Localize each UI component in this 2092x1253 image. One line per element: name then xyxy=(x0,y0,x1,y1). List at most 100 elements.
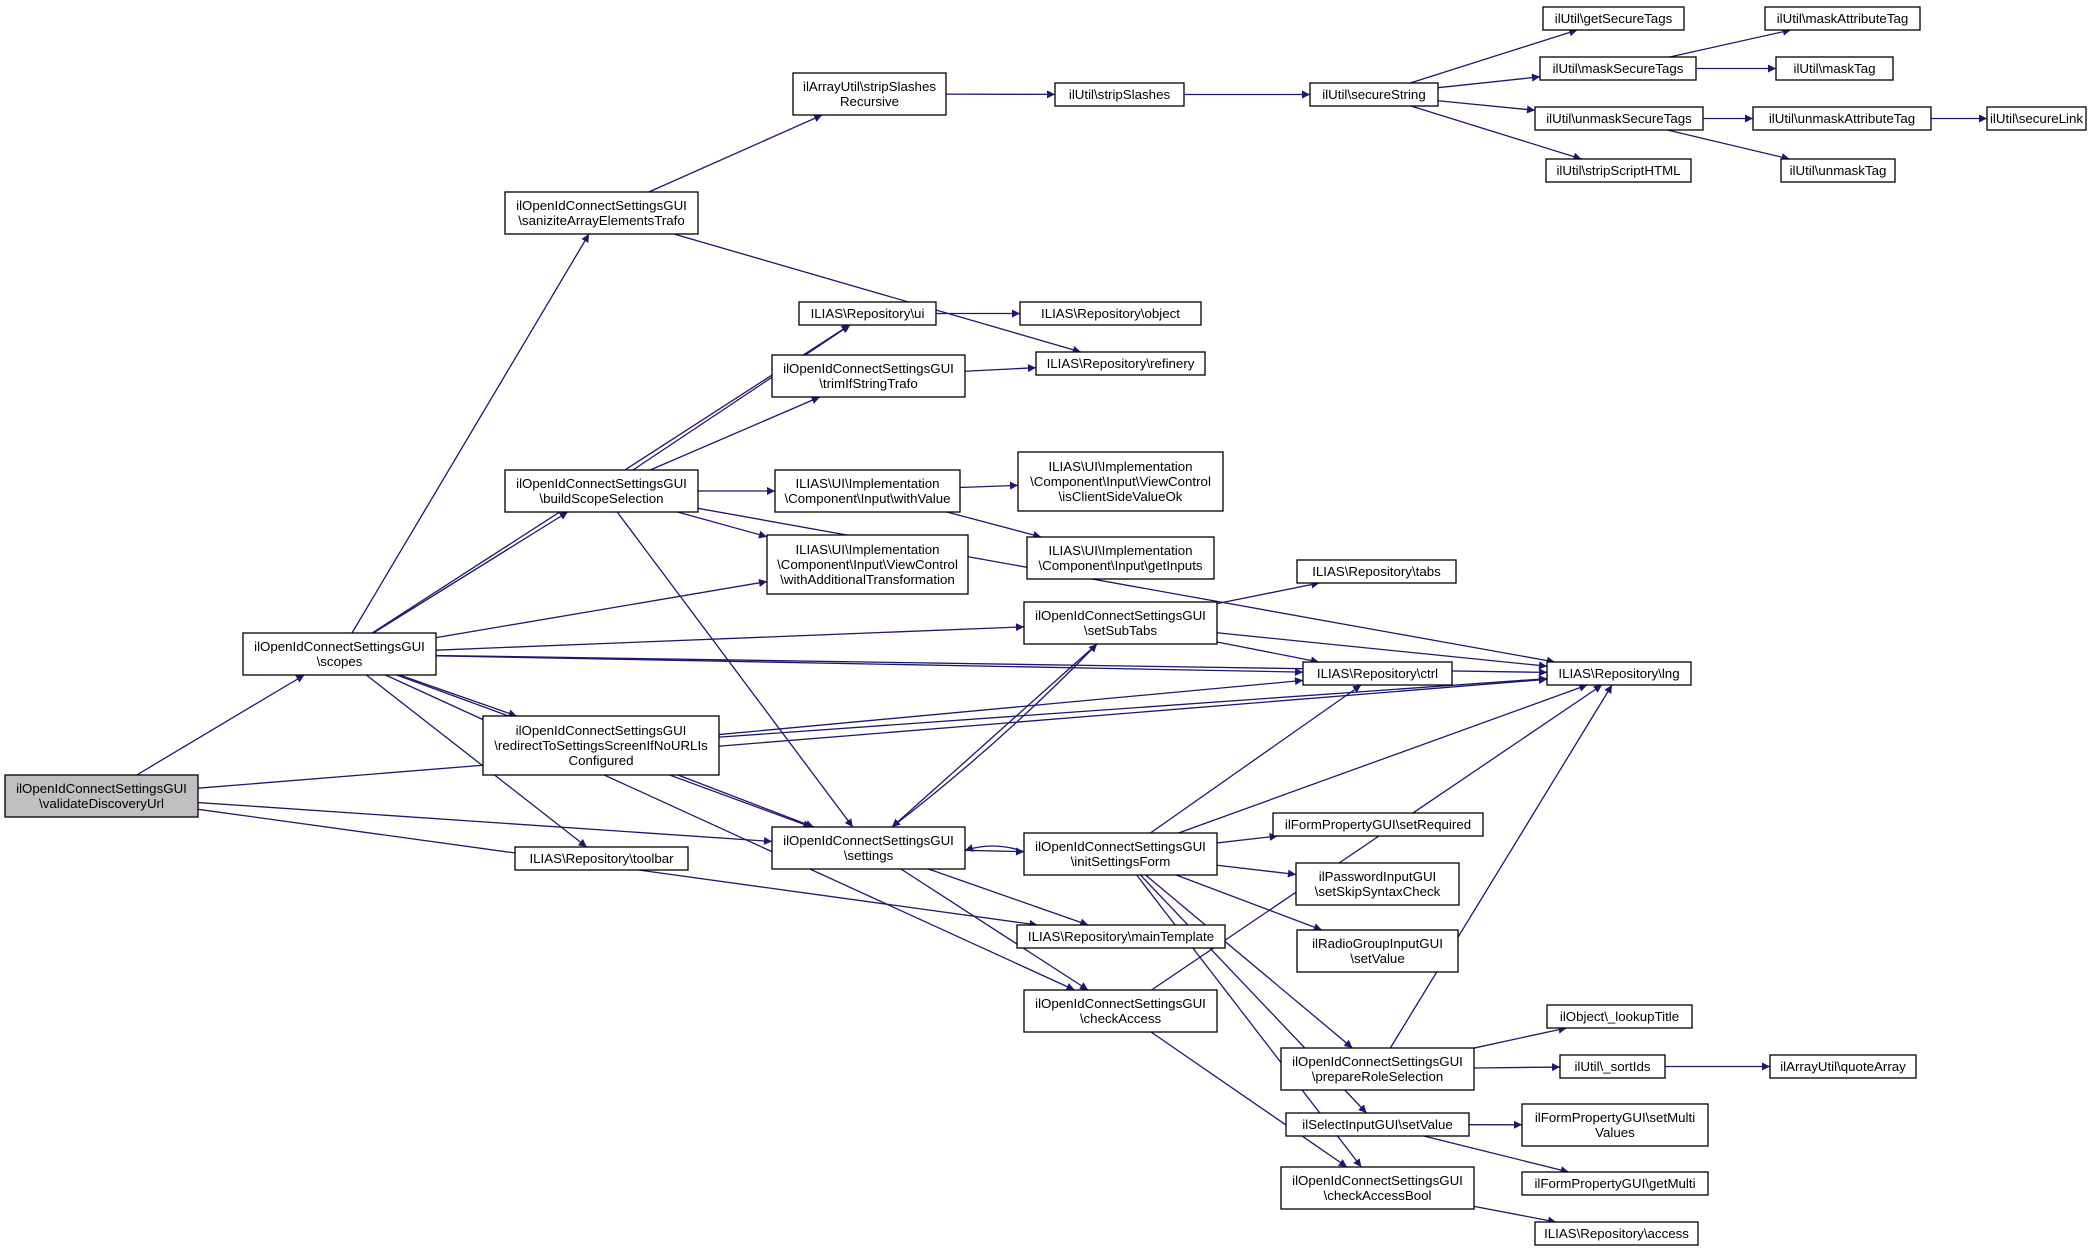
node-set-sub-tabs[interactable]: ilOpenIdConnectSettingsGUI\setSubTabs xyxy=(1023,601,1218,645)
node-scopes[interactable]: ilOpenIdConnectSettingsGUI\scopes xyxy=(242,632,437,676)
node-box xyxy=(1752,106,1932,131)
node-mask-secure-tags[interactable]: ilUtil\maskSecureTags xyxy=(1539,56,1697,81)
node-repo-lng[interactable]: ILIAS\Repository\lng xyxy=(1546,661,1692,686)
node-settings[interactable]: ilOpenIdConnectSettingsGUI\settings xyxy=(771,826,966,870)
node-repo-access[interactable]: ILIAS\Repository\access xyxy=(1534,1221,1699,1246)
node-box xyxy=(771,354,966,398)
node-box xyxy=(1542,6,1685,31)
node-box xyxy=(4,774,199,818)
node-strip-script-html[interactable]: ilUtil\stripScriptHTML xyxy=(1545,158,1692,183)
node-check-access[interactable]: ilOpenIdConnectSettingsGUI\checkAccess xyxy=(1023,989,1218,1033)
node-quote-array[interactable]: ilArrayUtil\quoteArray xyxy=(1769,1054,1917,1079)
edge-secure-string-to-get-secure-tags xyxy=(1410,28,1578,84)
edge-init-settings-form-to-set-required xyxy=(1216,832,1278,844)
edge-select-set-value-to-get-multi xyxy=(1423,1135,1569,1174)
node-unmask-secure-tags[interactable]: ilUtil\unmaskSecureTags xyxy=(1534,106,1704,131)
edge-check-access-to-check-access-bool xyxy=(1150,1031,1348,1168)
edge-scopes-to-with-add-trans xyxy=(435,578,768,639)
node-label: ILIAS\UI\Implementation xyxy=(795,542,939,557)
node-box xyxy=(1017,451,1224,512)
node-label: \isClientSideValueOk xyxy=(1059,489,1183,504)
node-sanitize[interactable]: ilOpenIdConnectSettingsGUI\saniziteArray… xyxy=(504,191,699,235)
node-set-required[interactable]: ilFormPropertyGUI\setRequired xyxy=(1272,812,1484,837)
node-prepare-role[interactable]: ilOpenIdConnectSettingsGUI\prepareRoleSe… xyxy=(1280,1047,1475,1091)
node-mask-attribute-tag[interactable]: ilUtil\maskAttributeTag xyxy=(1764,6,1921,31)
node-get-inputs[interactable]: ILIAS\UI\Implementation\Component\Input\… xyxy=(1026,536,1215,580)
node-main-template[interactable]: ILIAS\Repository\mainTemplate xyxy=(1016,924,1226,949)
node-set-skip-syntax[interactable]: ilPasswordInputGUI\setSkipSyntaxCheck xyxy=(1295,862,1460,906)
edge-mask-secure-tags-to-mask-attribute-tag xyxy=(1669,27,1792,58)
node-label: \trimIfStringTrafo xyxy=(819,376,918,391)
edge-secure-string-to-unmask-secure-tags xyxy=(1437,100,1536,114)
node-repo-ui[interactable]: ILIAS\Repository\ui xyxy=(798,301,937,326)
node-repo-tabs[interactable]: ILIAS\Repository\tabs xyxy=(1296,559,1457,584)
node-box xyxy=(1546,661,1692,686)
node-label: ilUtil\maskAttributeTag xyxy=(1777,11,1909,26)
node-label: ilOpenIdConnectSettingsGUI xyxy=(1035,839,1206,854)
node-label: ilUtil\unmaskSecureTags xyxy=(1546,111,1692,126)
node-box xyxy=(1019,301,1202,326)
node-box xyxy=(774,469,961,513)
node-repo-object[interactable]: ILIAS\Repository\object xyxy=(1019,301,1202,326)
edge-redirect-to-repo-lng xyxy=(718,675,1548,738)
edge-build-scope-to-trim-if-string xyxy=(649,396,821,471)
node-label: ilUtil\_sortIds xyxy=(1574,1059,1650,1074)
node-box xyxy=(1295,862,1460,906)
edge-redirect-to-repo-ctrl xyxy=(718,677,1304,736)
node-box xyxy=(1054,82,1185,107)
edge-scopes-to-sanitize xyxy=(351,233,590,634)
node-with-add-trans[interactable]: ILIAS\UI\Implementation\Component\Input\… xyxy=(766,534,969,595)
node-box xyxy=(1302,661,1453,686)
edge-redirect-to-settings xyxy=(677,774,814,828)
node-is-client-side[interactable]: ILIAS\UI\Implementation\Component\Input\… xyxy=(1017,451,1224,512)
node-label: ILIAS\Repository\mainTemplate xyxy=(1028,929,1214,944)
edge-set-sub-tabs-to-repo-lng xyxy=(1216,632,1548,670)
edge-settings-to-main-template xyxy=(928,868,1089,927)
node-trim-if-string[interactable]: ilOpenIdConnectSettingsGUI\trimIfStringT… xyxy=(771,354,966,398)
edge-scopes-to-set-sub-tabs xyxy=(435,623,1025,651)
node-repo-ctrl[interactable]: ILIAS\Repository\ctrl xyxy=(1302,661,1453,686)
node-toolbar[interactable]: ILIAS\Repository\toolbar xyxy=(514,846,689,871)
node-box xyxy=(1521,1103,1709,1147)
node-label: \initSettingsForm xyxy=(1071,854,1171,869)
node-redirect[interactable]: ilOpenIdConnectSettingsGUI\redirectToSet… xyxy=(482,715,720,776)
edge-with-value-to-is-client-side xyxy=(959,481,1019,490)
node-box xyxy=(1769,1054,1917,1079)
node-get-secure-tags[interactable]: ilUtil\getSecureTags xyxy=(1542,6,1685,31)
node-mask-tag[interactable]: ilUtil\maskTag xyxy=(1775,56,1894,81)
node-unmask-attribute-tag[interactable]: ilUtil\unmaskAttributeTag xyxy=(1752,106,1932,131)
node-box xyxy=(1539,56,1697,81)
node-label: ILIAS\Repository\toolbar xyxy=(529,851,674,866)
edge-with-value-to-get-inputs xyxy=(946,511,1042,539)
node-label: ilOpenIdConnectSettingsGUI xyxy=(516,476,687,491)
node-with-value[interactable]: ILIAS\UI\Implementation\Component\Input\… xyxy=(774,469,961,513)
node-unmask-tag[interactable]: ilUtil\unmaskTag xyxy=(1780,158,1896,183)
node-box xyxy=(1280,1047,1475,1091)
node-secure-link[interactable]: ilUtil\secureLink xyxy=(1986,106,2087,131)
node-check-access-bool[interactable]: ilOpenIdConnectSettingsGUI\checkAccessBo… xyxy=(1280,1166,1475,1210)
node-label: ilUtil\secureString xyxy=(1322,87,1425,102)
node-label: ILIAS\Repository\ui xyxy=(811,306,925,321)
edge-prepare-role-to-sort-ids xyxy=(1473,1063,1561,1072)
node-validate-discovery-url[interactable]: ilOpenIdConnectSettingsGUI\validateDisco… xyxy=(4,774,199,818)
node-box xyxy=(1023,832,1218,876)
node-sort-ids[interactable]: ilUtil\_sortIds xyxy=(1559,1054,1666,1079)
node-repo-refinery[interactable]: ILIAS\Repository\refinery xyxy=(1035,351,1206,376)
node-label: \Component\Input\ViewControl xyxy=(777,557,958,572)
node-radio-set-value[interactable]: ilRadioGroupInputGUI\setValue xyxy=(1296,929,1459,973)
node-secure-string[interactable]: ilUtil\secureString xyxy=(1309,82,1439,107)
node-lookup-title[interactable]: ilObject\_lookupTitle xyxy=(1546,1004,1693,1029)
node-box xyxy=(1035,351,1206,376)
node-box xyxy=(1023,601,1218,645)
node-label: \setSubTabs xyxy=(1084,623,1158,638)
node-strip-slashes[interactable]: ilUtil\stripSlashes xyxy=(1054,82,1185,107)
node-build-scope[interactable]: ilOpenIdConnectSettingsGUI\buildScopeSel… xyxy=(504,469,699,513)
edge-set-sub-tabs-to-repo-tabs xyxy=(1216,580,1320,605)
node-label: \buildScopeSelection xyxy=(539,491,663,506)
node-select-set-value[interactable]: ilSelectInputGUI\setValue xyxy=(1285,1112,1470,1137)
node-label: \Component\Input\getInputs xyxy=(1038,558,1202,573)
node-get-multi[interactable]: ilFormPropertyGUI\getMulti xyxy=(1521,1171,1709,1196)
node-init-settings-form[interactable]: ilOpenIdConnectSettingsGUI\initSettingsF… xyxy=(1023,832,1218,876)
